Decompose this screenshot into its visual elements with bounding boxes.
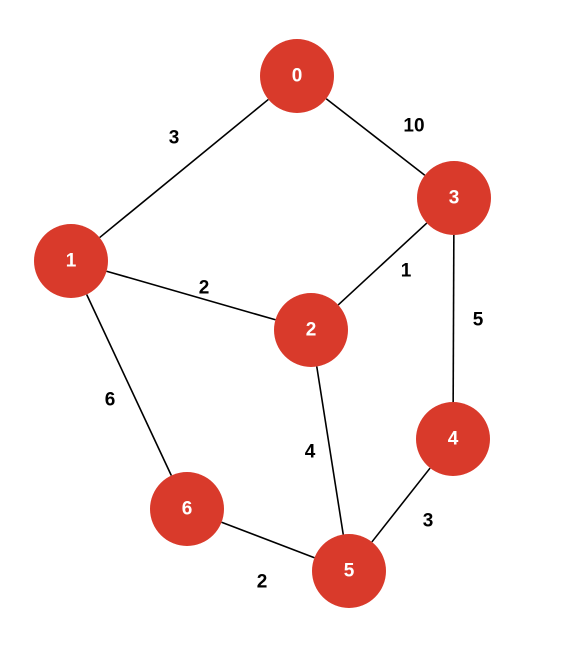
node-label-1: 1 — [66, 251, 77, 272]
edge-4-5 — [371, 467, 431, 543]
edge-0-3 — [325, 98, 426, 176]
edge-weight-4-5: 3 — [423, 511, 434, 532]
edge-3-4 — [452, 234, 455, 403]
edge-weight-0-3: 10 — [403, 116, 424, 137]
node-1: 1 — [34, 224, 108, 298]
node-label-5: 5 — [344, 561, 355, 582]
edge-weight-3-2: 1 — [401, 261, 412, 282]
edge-weight-2-5: 4 — [305, 442, 316, 463]
node-label-6: 6 — [182, 499, 193, 520]
node-circle-5 — [312, 534, 386, 608]
node-3: 3 — [417, 161, 491, 235]
edge-weight-0-1: 3 — [169, 128, 180, 149]
edge-6-5 — [221, 521, 315, 559]
nodes-layer: 0 1 2 3 4 5 6 — [34, 39, 491, 608]
node-label-2: 2 — [306, 320, 317, 341]
edge-1-2 — [106, 270, 276, 321]
node-0: 0 — [260, 39, 334, 113]
node-circle-4 — [416, 402, 490, 476]
edge-weight-3-4: 5 — [473, 310, 484, 331]
edge-2-5 — [315, 366, 345, 535]
edge-weight-1-2: 2 — [199, 278, 210, 299]
edge-0-1 — [99, 98, 269, 239]
node-circle-3 — [417, 161, 491, 235]
edges-layer — [85, 98, 455, 559]
node-circle-0 — [260, 39, 334, 113]
node-circle-6 — [150, 472, 224, 546]
edge-weight-6-5: 2 — [257, 572, 268, 593]
node-label-3: 3 — [449, 188, 460, 209]
edge-weights-layer: 3 10 2 6 1 5 4 3 2 — [105, 116, 484, 593]
node-circle-2 — [274, 293, 348, 367]
node-label-4: 4 — [448, 429, 459, 450]
node-2: 2 — [274, 293, 348, 367]
node-circle-1 — [34, 224, 108, 298]
node-5: 5 — [312, 534, 386, 608]
edge-3-2 — [337, 222, 428, 306]
edge-weight-1-6: 6 — [105, 390, 116, 411]
edge-1-6 — [85, 294, 173, 476]
node-label-0: 0 — [292, 66, 303, 87]
node-6: 6 — [150, 472, 224, 546]
node-4: 4 — [416, 402, 490, 476]
